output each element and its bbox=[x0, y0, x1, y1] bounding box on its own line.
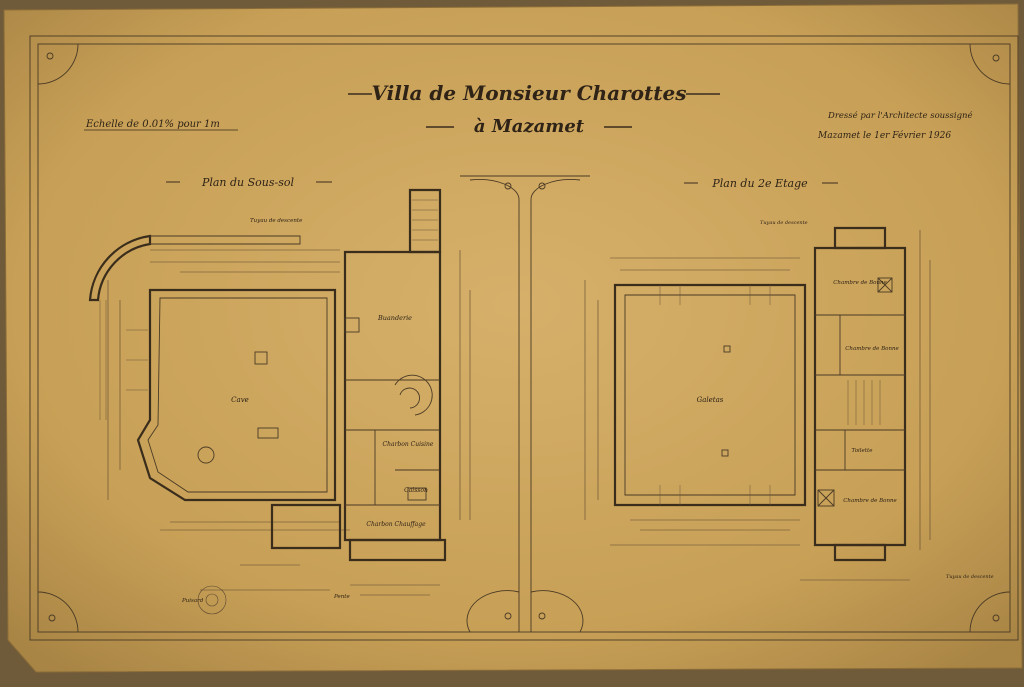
room-buanderie: Buanderie bbox=[377, 314, 412, 322]
plan-left-heading: Plan du Sous-sol bbox=[201, 176, 295, 189]
label-pente: Pente bbox=[333, 594, 350, 600]
label-tuyau-right-top: Tuyau de descente bbox=[760, 220, 808, 226]
author-note: Dressé par l'Architecte soussigné bbox=[827, 110, 973, 121]
room-chambre-bonne-bottom: Chambre de Bonne bbox=[843, 498, 897, 504]
plan-2e-etage: Plan du 2e Etage bbox=[584, 177, 994, 581]
drawing-title: Villa de Monsieur Charottes bbox=[372, 81, 687, 105]
room-cave: Cave bbox=[231, 396, 249, 404]
label-tuyau-left: Tuyau de descente bbox=[250, 218, 303, 224]
title-block: Villa de Monsieur Charottes à Mazamet bbox=[348, 81, 720, 137]
room-charbon-chauffage: Charbon Chauffage bbox=[366, 521, 426, 528]
room-chambre-bonne-top: Chambre de Bonne bbox=[833, 280, 887, 286]
plan-right-heading: Plan du 2e Etage bbox=[711, 177, 808, 190]
left-outer-wall bbox=[136, 288, 337, 502]
inner-border bbox=[37, 43, 1011, 633]
date-note: Mazamet le 1er Février 1926 bbox=[817, 130, 951, 141]
right-main-wall bbox=[613, 283, 807, 507]
drawing-location: à Mazamet bbox=[474, 116, 585, 137]
outer-border bbox=[29, 35, 1019, 641]
right-dimension-lines bbox=[584, 230, 931, 581]
label-puisard: Puisard bbox=[181, 598, 204, 604]
centre-divider bbox=[460, 175, 590, 633]
corner-ornaments bbox=[37, 43, 1011, 633]
room-chambre-bonne-mid: Chambre de Bonne bbox=[845, 346, 899, 352]
scale-note: Echelle de 0.01% pour 1m bbox=[85, 119, 220, 130]
room-caisson: Caisson bbox=[404, 487, 428, 494]
left-dimension-lines bbox=[107, 249, 471, 596]
label-tuyau-right-bottom: Tuyau de descente bbox=[946, 574, 994, 580]
room-galetas: Galetas bbox=[697, 396, 724, 404]
plan-sous-sol: Plan du Sous-sol bbox=[88, 176, 471, 615]
room-charbon-cuisine: Charbon Cuisine bbox=[383, 441, 434, 448]
room-toilette: Toilette bbox=[851, 448, 873, 454]
